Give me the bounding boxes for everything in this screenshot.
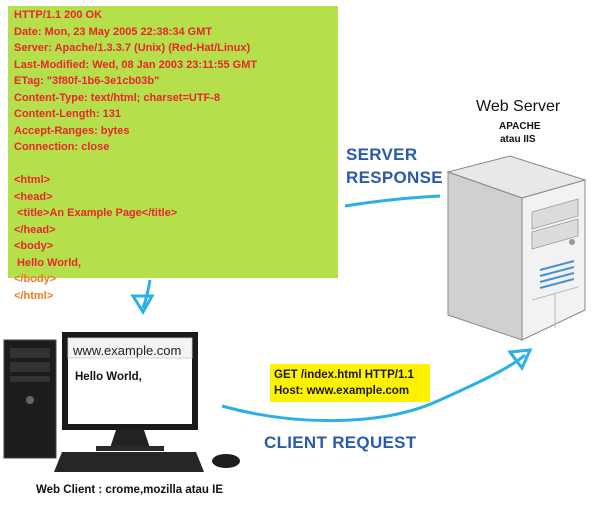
server-software-line1: APACHE xyxy=(499,121,541,132)
browser-url-bar: www.example.com xyxy=(73,343,182,358)
request-arrow xyxy=(221,353,526,423)
client-computer-icon xyxy=(3,332,240,472)
response-line: Date: Mon, 23 May 2005 22:38:34 GMT xyxy=(14,25,213,38)
browser-page-text: Hello World, xyxy=(75,371,142,383)
response-arrow-top xyxy=(344,194,441,208)
response-line: </html> xyxy=(14,289,54,302)
response-line: Last-Modified: Wed, 08 Jan 2003 23:11:55… xyxy=(14,58,258,71)
response-line: </body> xyxy=(14,273,57,285)
server-tower-icon xyxy=(446,155,587,341)
server-response-label-2: RESPONSE xyxy=(346,168,443,187)
response-line: ETag: "3f80f-1b6-3e1cb03b" xyxy=(14,75,160,87)
response-line: HTTP/1.1 200 OK xyxy=(14,9,103,21)
response-line: <title>An Example Page</title> xyxy=(14,207,178,219)
server-response-label-1: SERVER xyxy=(346,145,418,164)
response-line: <body> xyxy=(14,240,54,252)
server-software-line2: atau IIS xyxy=(500,134,536,145)
response-line: Hello World, xyxy=(14,256,82,269)
client-request-label: CLIENT REQUEST xyxy=(264,433,417,452)
web-server-title: Web Server xyxy=(476,98,561,115)
response-line: Accept-Ranges: bytes xyxy=(14,124,130,137)
http-response-box: HTTP/1.1 200 OK Date: Mon, 23 May 2005 22… xyxy=(8,6,338,302)
response-line: Content-Type: text/html; charset=UTF-8 xyxy=(14,91,221,104)
request-arrowhead xyxy=(507,348,533,371)
response-line: <head> xyxy=(14,190,53,203)
response-line: Server: Apache/1.3.3.7 (Unix) (Red-Hat/L… xyxy=(14,42,251,54)
request-line-1: GET /index.html HTTP/1.1 xyxy=(274,369,414,381)
web-client-caption: Web Client : crome,mozilla atau IE xyxy=(36,484,224,496)
http-request-box: GET /index.html HTTP/1.1 Host: www.examp… xyxy=(270,364,430,402)
response-line: Connection: close xyxy=(14,141,110,153)
response-line: Content-Length: 131 xyxy=(14,108,121,120)
request-line-2: Host: www.example.com xyxy=(274,385,410,397)
response-line: </head> xyxy=(14,223,56,236)
response-line: <html> xyxy=(14,174,51,186)
response-arrowhead xyxy=(130,294,155,315)
